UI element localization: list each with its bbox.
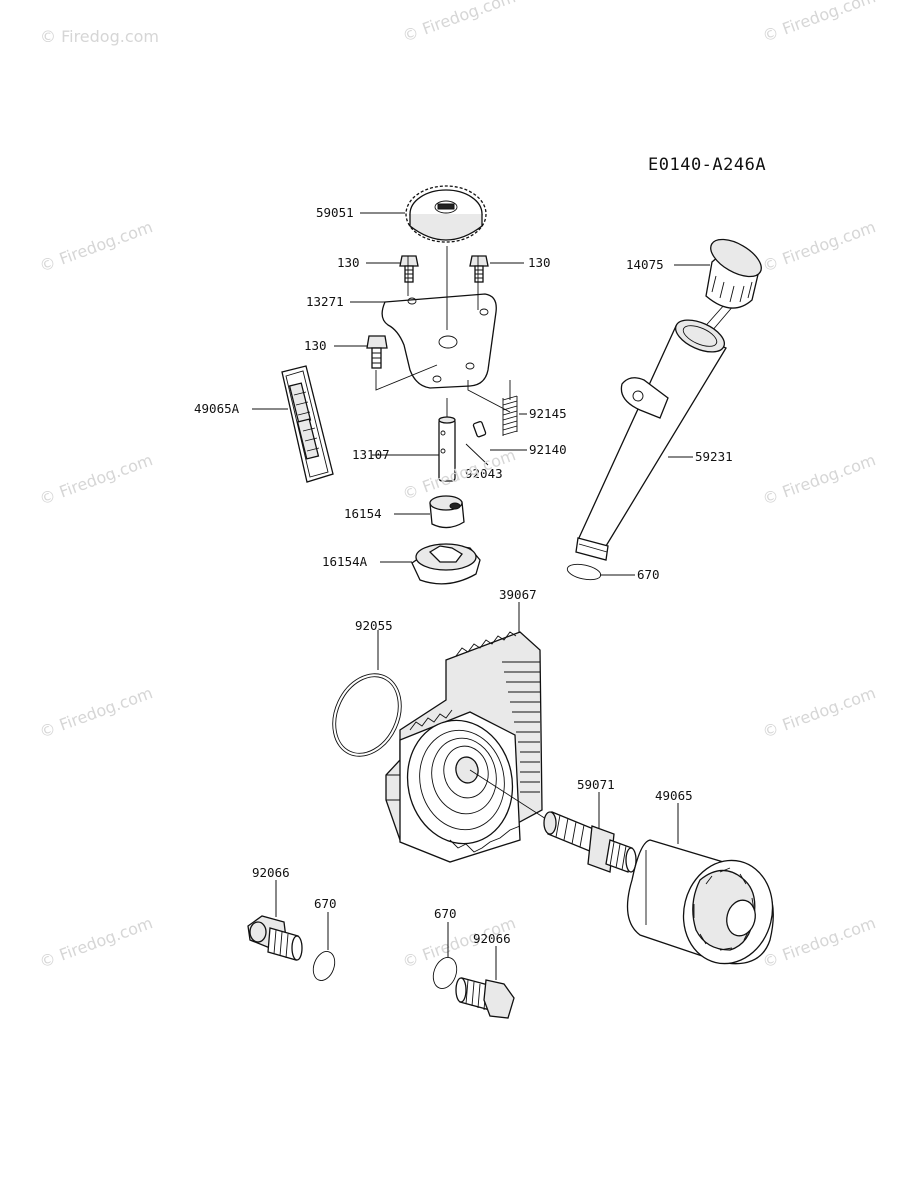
watermark: © Firedog.com [37,450,155,509]
callout-49065A: 49065A [194,401,240,416]
drain-plug-92066-center [455,977,515,1019]
callout-59051: 59051 [316,205,354,220]
filler-tube-59231 [575,319,727,561]
callout-14075: 14075 [626,257,664,272]
callout-130-b: 130 [528,255,551,270]
bolt-130-right [469,255,489,283]
callout-670-a: 670 [637,567,660,582]
callout-92066-a: 92066 [252,865,290,880]
callout-92066-b: 92066 [473,931,511,946]
callout-13271: 13271 [306,294,344,309]
inner-rotor-16154 [429,495,465,529]
callout-16154: 16154 [344,506,382,521]
pin-92140 [472,420,487,438]
callout-670-c: 670 [434,906,457,921]
callout-16154A: 16154A [322,554,368,569]
watermark: © Firedog.com [760,217,878,276]
watermark: © Firedog.com [760,450,878,509]
callout-130-a: 130 [337,255,360,270]
bolt-130-lower [366,335,388,369]
watermark: © Firedog.com [760,0,878,46]
callout-130-c: 130 [304,338,327,353]
strainer-49065A [281,365,334,483]
gear-59051 [405,185,487,243]
o-ring-670-left [312,951,336,981]
callout-13107: 13107 [352,447,390,462]
drain-plug-92066-left [247,915,303,961]
callout-39067: 39067 [499,587,537,602]
callout-92145: 92145 [529,406,567,421]
callout-59231: 59231 [695,449,733,464]
callout-92055: 92055 [355,618,393,633]
callout-92140: 92140 [529,442,567,457]
outer-rotor-16154A [411,543,481,585]
callout-49065: 49065 [655,788,693,803]
watermark: © Firedog.com [760,913,878,972]
o-ring-670-center [432,957,458,989]
shaft-13107 [438,416,456,482]
diagram-code: E0140-A246A [648,155,766,175]
watermark: © Firedog.com [37,217,155,276]
callout-670-b: 670 [314,896,337,911]
o-ring-92055 [332,673,402,757]
watermark: © Firedog.com [760,683,878,742]
oil-cooler-39067 [385,631,543,863]
spring-92145 [502,395,518,436]
watermark: © Firedog.com [400,0,518,46]
o-ring-670 [566,563,602,581]
cover-plate-13271 [381,293,497,389]
watermark: © Firedog.com [37,913,155,972]
callout-59071: 59071 [577,777,615,792]
watermark: © Firedog.com [40,27,159,46]
bolt-130-left [399,255,419,283]
fitting-59071 [543,811,637,873]
oil-filter-49065 [626,839,774,965]
callout-92043: 92043 [465,466,503,481]
watermark: © Firedog.com [37,683,155,742]
dipstick-cap-14075 [692,238,762,346]
